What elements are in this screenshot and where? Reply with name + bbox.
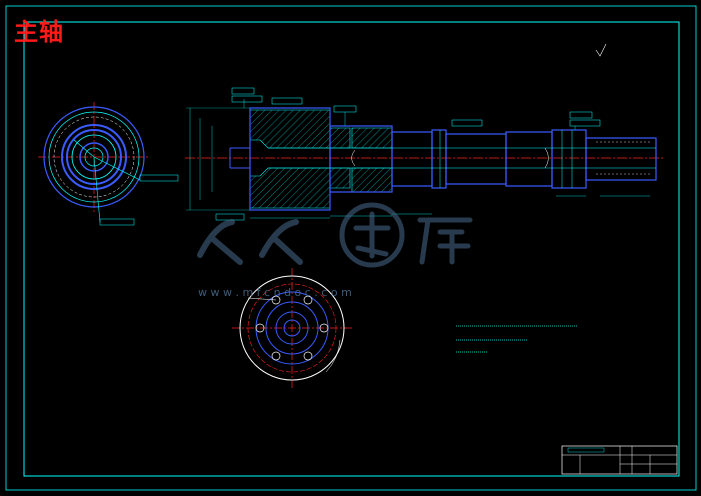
watermark-logo (197, 202, 473, 268)
title-block (561, 445, 678, 475)
technical-notes (456, 325, 578, 353)
outer-frame (5, 5, 697, 491)
inner-frame (23, 21, 680, 477)
shaft-side-view (185, 43, 665, 221)
flange-end-view (232, 268, 352, 388)
page-title: 主轴 (14, 17, 64, 46)
watermark-url: w w w . m f c n d o c . c o m (198, 286, 352, 299)
end-view-left (38, 102, 179, 226)
